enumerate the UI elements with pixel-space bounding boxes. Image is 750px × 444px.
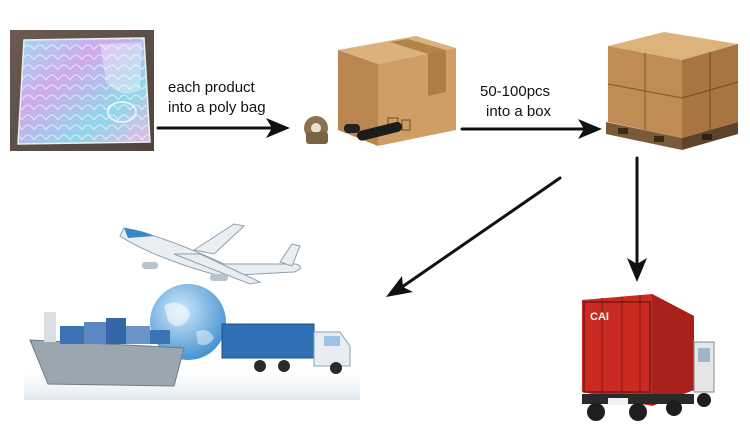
arrowhead-pallet-to-freight <box>386 276 413 297</box>
arrow-pallet-to-freight <box>402 178 560 287</box>
